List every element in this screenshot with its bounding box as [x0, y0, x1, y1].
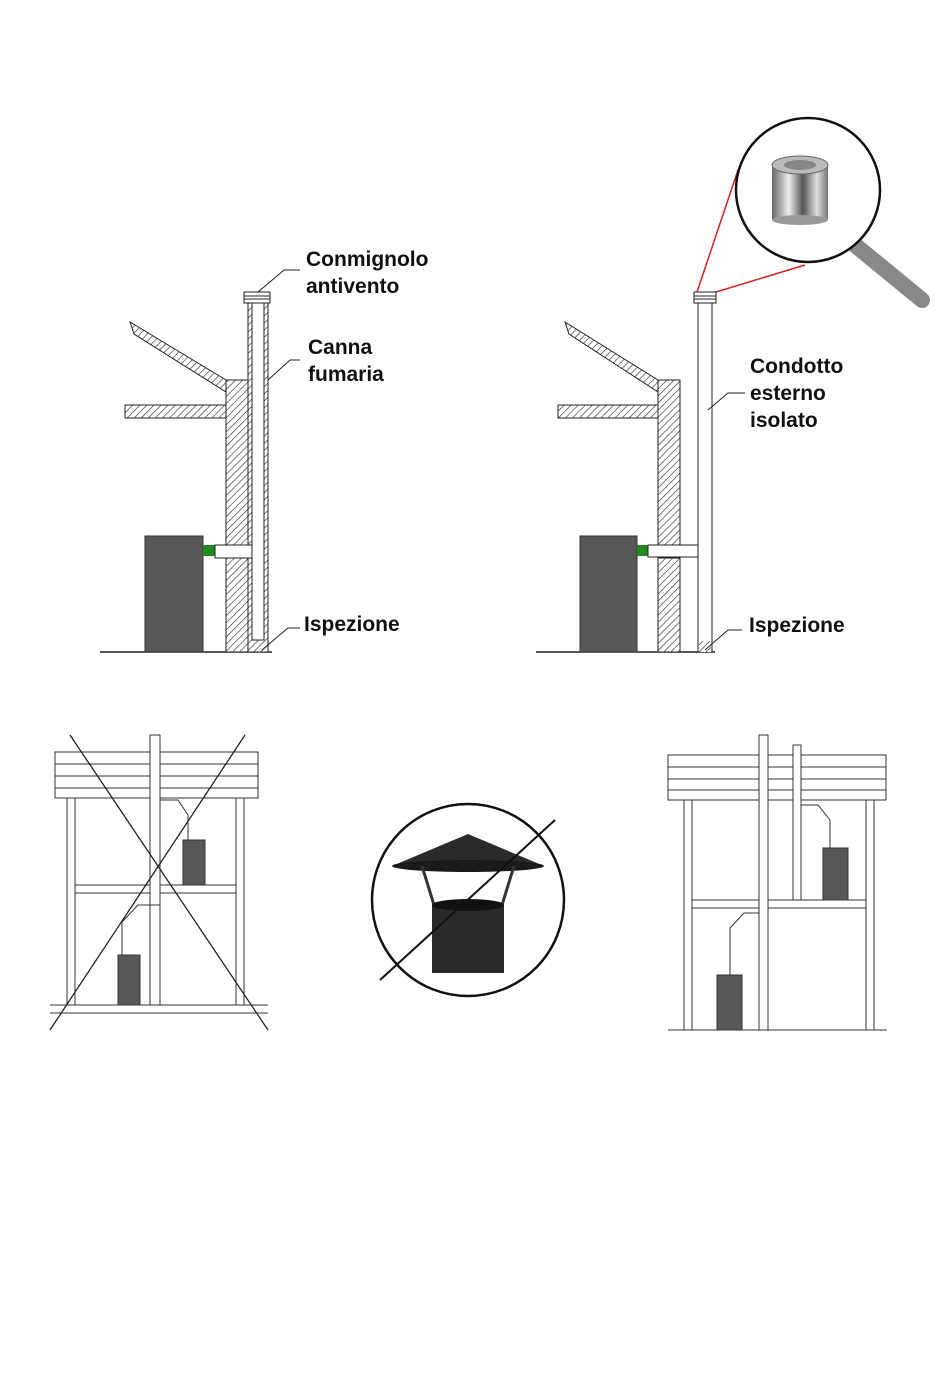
label-duct-3: isolato — [750, 409, 818, 432]
stove-upper — [182, 839, 206, 886]
stove-lower — [117, 954, 141, 1006]
steel-cap-icon — [771, 155, 829, 225]
masonry-wall-lower — [657, 557, 681, 653]
label-inspection: Ispezione — [749, 614, 845, 637]
label-flue: Canna — [308, 336, 373, 359]
correct-separate-flues-diagram — [667, 734, 887, 1031]
roof-slab — [129, 320, 227, 393]
stove-connector — [637, 545, 648, 556]
masonry-wall-lower — [225, 557, 249, 653]
label-duct-2: esterno — [750, 382, 826, 405]
windproof-cap — [693, 291, 717, 304]
forbidden-chinese-hat-cap — [370, 802, 566, 998]
roof-slab — [564, 320, 659, 393]
chinese-hat-cap-icon — [392, 834, 544, 973]
label-cap-2: antivento — [306, 275, 399, 298]
label-duct: Condotto — [750, 355, 843, 378]
masonry-wall — [657, 379, 681, 546]
stove — [144, 535, 204, 653]
masonry-wall — [225, 379, 249, 546]
stove-connector — [203, 545, 215, 556]
label-cap: Conmignolo — [306, 248, 428, 271]
label-flue-2: fumaria — [308, 363, 384, 386]
horizontal-pipe — [214, 544, 253, 559]
incorrect-shared-flue-diagram — [49, 734, 269, 1031]
windproof-cap — [243, 291, 271, 304]
stove-upper — [822, 847, 849, 901]
magnifier-icon — [734, 116, 930, 308]
cross-mark — [69, 734, 269, 1031]
stove — [579, 535, 638, 653]
internal-flue-diagram: Conmignolo antivento Canna fumaria Ispez… — [100, 248, 428, 653]
external-insulated-duct — [697, 302, 713, 653]
slash-mark — [379, 819, 556, 981]
floor-slab — [557, 404, 659, 419]
floor-slab — [124, 404, 227, 419]
label-inspection: Ispezione — [304, 613, 400, 636]
horizontal-pipe — [647, 544, 699, 558]
stove-lower — [716, 974, 743, 1031]
external-duct-diagram: Condotto esterno isolato Ispezione — [536, 116, 930, 653]
